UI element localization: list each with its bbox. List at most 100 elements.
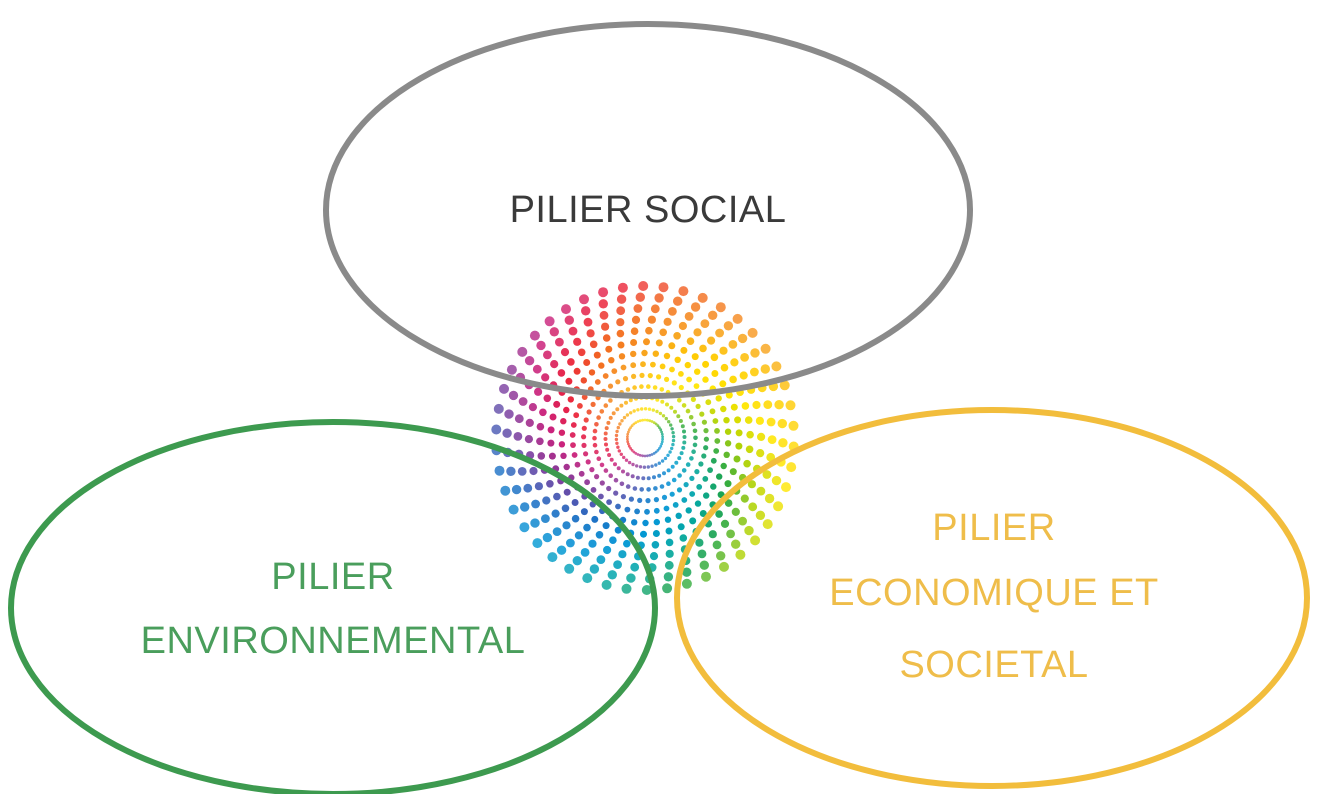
spiral-dot [733,455,741,463]
spiral-dot [592,442,598,448]
spiral-dot [622,376,629,382]
spiral-dot [671,431,675,435]
spiral-dot [760,364,770,374]
spiral-dot [647,373,653,379]
spiral-dot [670,446,674,451]
spiral-dot [655,339,663,347]
spiral-dot [636,420,640,423]
spiral-dot [689,456,694,461]
spiral-dot [549,413,557,421]
spiral-dot [676,487,683,493]
spiral-dot [645,498,651,504]
spiral-dot [679,534,688,542]
spiral-dot [773,501,784,512]
spiral-dot [707,336,716,345]
spiral-dot [608,398,613,403]
spiral-dot [555,337,564,347]
spiral-dot [558,441,566,448]
spiral-dot [652,385,658,390]
spiral-dot [686,376,692,383]
spiral-dot [574,531,584,540]
spiral-dot [660,432,664,436]
spiral-dot [605,447,610,452]
spiral-dot [662,471,666,476]
spiral-dot [564,563,575,574]
spiral-dot [641,349,648,357]
spiral-dot [715,328,724,338]
spiral-dot [620,364,627,371]
spiral-dot [682,429,686,434]
spiral-dot [710,353,719,362]
spiral-dot [663,572,674,582]
spiral-dot [739,371,748,380]
spiral-dot [707,467,713,473]
spiral-dot [694,368,701,375]
spiral-dot [683,482,689,488]
spiral-dot [689,517,697,525]
spiral-dot [779,380,790,391]
spiral-dot [596,456,602,462]
spiral-dot [673,332,681,340]
spiral-dot [606,485,612,492]
spiral-dot [551,509,560,518]
spiral-dot [705,399,712,406]
spiral-dot [598,287,609,298]
spiral-dot [627,428,631,432]
spiral-dot [542,532,553,543]
spiral-dot [654,463,658,467]
spiral-dot [642,519,649,527]
spiral-dot [593,351,601,359]
spiral-dot [703,445,709,451]
spiral-dot [529,466,538,476]
spiral-dot [541,373,550,382]
spiral-dot [678,286,689,297]
spiral-dot [716,551,726,561]
spiral-dot [598,362,605,369]
spiral-dot [632,450,636,454]
spiral-dot [650,420,654,423]
spiral-dot [607,570,617,580]
spiral-dot [567,358,575,366]
spiral-dot [729,375,737,384]
spiral-dot [757,432,766,441]
spiral-dot [618,422,622,426]
spiral-dot [549,327,559,337]
spiral-dot [778,438,788,448]
spiral-dot [635,464,639,468]
spiral-dot [619,403,624,408]
spiral-dot [627,444,631,448]
spiral-dot [661,435,664,439]
spiral-dot [581,394,588,400]
spiral-dot [523,483,533,493]
spiral-dot [647,407,652,411]
spiral-dot [646,487,651,492]
spiral-dot [691,353,699,361]
spiral-dot [766,417,776,427]
spiral-dot [536,340,546,351]
spiral-dot [589,564,600,574]
spiral-dot [764,493,775,504]
spiral-dot [596,555,606,564]
spiral-dot [633,304,643,313]
spiral-dot [664,516,672,523]
spiral-dot [629,426,632,429]
spiral-dot [613,462,617,467]
spiral-dot [661,414,666,418]
spiral-dot [500,485,511,496]
spiral-dot [644,508,650,515]
spiral-dot [506,364,517,375]
spiral-dot [748,502,758,512]
spiral-dot [626,432,630,436]
spiral-dot [752,400,761,410]
spiral-dot [665,549,674,558]
spiral-dot [646,418,649,422]
spiral-dot [755,510,766,520]
spiral-dot [657,461,661,465]
spiral-dot [589,340,598,349]
spiral-dot [668,342,676,350]
spiral-dot [592,428,598,434]
spiral-dot [659,484,665,489]
economic-pillar-ellipse [674,407,1310,789]
spiral-dot [708,530,717,539]
spiral-dot [617,341,625,349]
